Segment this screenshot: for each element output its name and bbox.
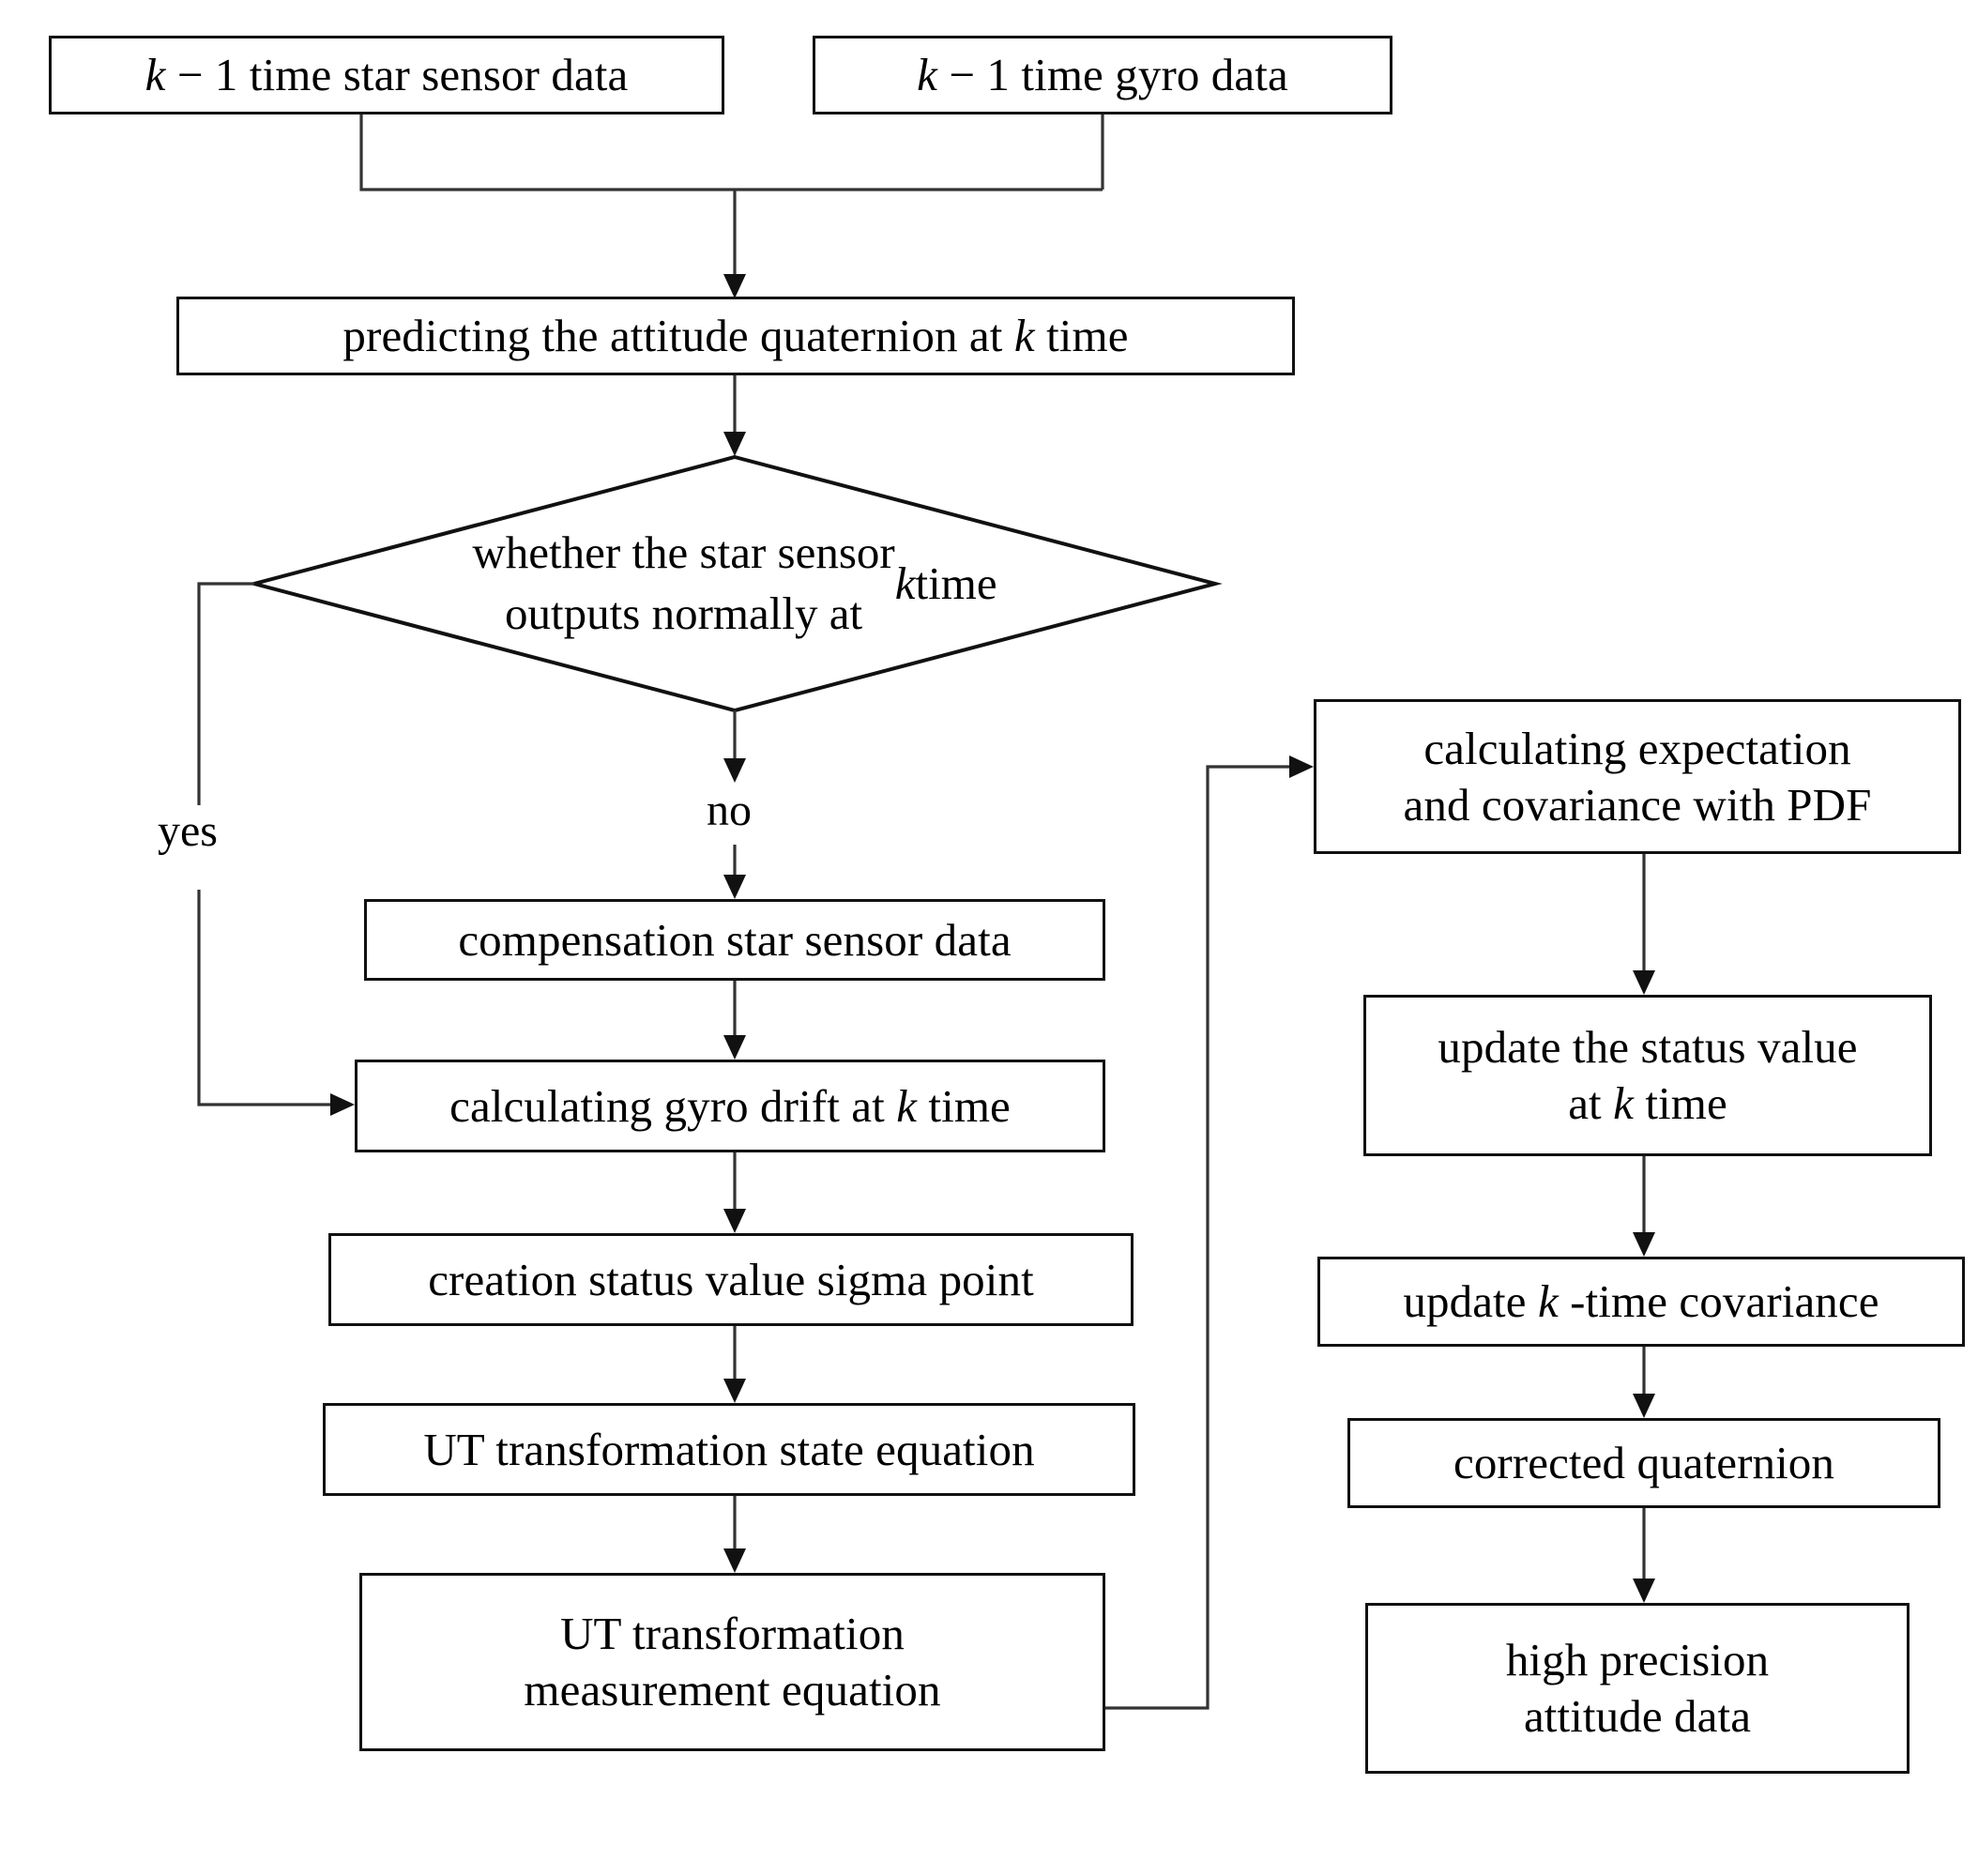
- wire-yes-lower: [197, 890, 341, 1106]
- wire-star-to-bus: [359, 114, 1103, 191]
- node-star-sensor-data-label: k − 1 time star sensor data: [145, 49, 629, 101]
- node-ut-state[interactable]: UT transformation state equation: [323, 1403, 1135, 1496]
- node-ut-state-label: UT transformation state equation: [423, 1423, 1035, 1475]
- node-compensation[interactable]: compensation star sensor data: [364, 899, 1105, 981]
- node-update-covariance-label: update k -time covariance: [1403, 1275, 1879, 1328]
- arrowhead-utmeas: [723, 1548, 746, 1573]
- node-predict-quaternion-label: predicting the attitude quaternion at k …: [342, 310, 1129, 362]
- node-corrected-quaternion-label: corrected quaternion: [1453, 1437, 1835, 1489]
- node-gyro-drift-label: calculating gyro drift at k time: [449, 1079, 1011, 1132]
- node-compensation-label: compensation star sensor data: [458, 913, 1012, 966]
- arrowhead-gyro-drift: [330, 1093, 355, 1116]
- node-update-covariance[interactable]: update k -time covariance: [1317, 1257, 1965, 1347]
- node-sigma-point-label: creation status value sigma point: [428, 1253, 1034, 1305]
- node-gyro-data[interactable]: k − 1 time gyro data: [813, 36, 1392, 114]
- arrowhead-predict: [723, 274, 746, 298]
- arrowhead-high-precision: [1633, 1579, 1655, 1603]
- wire-yes-upper: [197, 582, 254, 805]
- node-predict-quaternion[interactable]: predicting the attitude quaternion at k …: [176, 297, 1295, 375]
- arrowhead-expectation: [1289, 755, 1314, 778]
- edge-label-yes: yes: [150, 807, 225, 856]
- arrowhead-utstate: [723, 1379, 746, 1403]
- node-star-sensor-data[interactable]: k − 1 time star sensor data: [49, 36, 724, 114]
- edge-label-no: no: [699, 786, 759, 835]
- arrowhead-corrected: [1633, 1394, 1655, 1418]
- node-gyro-drift[interactable]: calculating gyro drift at k time: [355, 1060, 1105, 1152]
- arrowhead-update-cov: [1633, 1232, 1655, 1257]
- wire-utmeas-to-expectation: [1105, 765, 1300, 1710]
- arrowhead-sigma: [723, 1209, 746, 1233]
- arrowhead-update-status: [1633, 970, 1655, 995]
- arrowhead-gyro-drift-top: [723, 1035, 746, 1060]
- arrowhead-decision: [723, 432, 746, 456]
- node-corrected-quaternion[interactable]: corrected quaternion: [1347, 1418, 1940, 1508]
- arrowhead-no: [723, 758, 746, 783]
- node-gyro-data-label: k − 1 time gyro data: [917, 49, 1288, 101]
- arrowhead-compensation: [723, 875, 746, 899]
- node-sigma-point[interactable]: creation status value sigma point: [328, 1233, 1134, 1326]
